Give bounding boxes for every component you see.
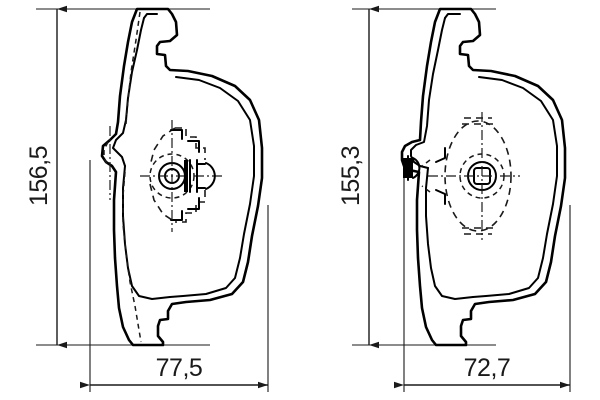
left-clip-arm-top-outer: [187, 140, 200, 153]
left-pad-clip-detail: [140, 120, 225, 232]
right-width-dim-label: 72,7: [464, 354, 511, 382]
left-clip-dashed-lower-right: [175, 190, 206, 223]
left-width-dim-label: 77,5: [156, 354, 203, 382]
left-pad-inner-edge-lower: [122, 165, 171, 300]
right-pad-eyelet-detail: [403, 155, 421, 181]
right-clip-arm-lower-left: [435, 189, 446, 205]
left-brake-pad-view: 156,5 77,5: [25, 5, 269, 392]
left-height-dim-label: 156,5: [25, 146, 53, 206]
left-pad-backing-plate-outline: [100, 7, 264, 347]
right-eyelet-arc: [412, 157, 421, 179]
right-height-dimension: 155,3: [337, 5, 379, 349]
left-pin-solid-body: [184, 160, 188, 192]
right-width-dimension: 72,7: [394, 354, 570, 389]
right-pad-friction-inner-edge: [472, 76, 558, 298]
right-pad-backing-plate-outline: [400, 7, 567, 347]
left-height-dimension: 156,5: [25, 5, 67, 349]
left-pad-hidden-contour-bottom: [122, 171, 142, 343]
left-clip-arm-top: [170, 129, 183, 140]
left-pad-hidden-contour-top: [125, 11, 141, 125]
left-pad-boss-hidden-outline: [103, 141, 109, 167]
left-pin-end-cap-arc: [205, 162, 216, 190]
right-clip-arm-upper-tip: [421, 159, 431, 167]
right-pad-inner-edge-top-tab: [444, 13, 461, 19]
right-height-dim-label: 155,3: [337, 146, 365, 206]
right-pad-clip-detail: [421, 112, 520, 240]
left-clip-dashed-upper-left: [149, 127, 176, 167]
right-clip-arm-lower-tip: [421, 185, 431, 193]
left-clip-arm-bottom: [170, 210, 183, 221]
right-pad-inner-edge-lower: [425, 167, 474, 300]
right-pad-inner-edge-upper: [410, 17, 446, 169]
left-pad-friction-inner-edge: [169, 76, 255, 298]
right-brake-pad-view: 155,3 72,7: [337, 5, 571, 392]
left-clip-arm-bottom-outer: [187, 197, 200, 210]
left-clip-dashed-upper-right: [175, 127, 206, 160]
left-width-dimension: 77,5: [80, 354, 268, 389]
left-pad-inner-edge-upper: [112, 17, 145, 167]
right-clip-outer-oval: [444, 120, 512, 232]
left-clip-dashed-lower-left: [149, 183, 176, 223]
right-clip-arm-upper-left: [435, 147, 446, 163]
left-pad-inner-edge-top-tab: [143, 13, 158, 19]
